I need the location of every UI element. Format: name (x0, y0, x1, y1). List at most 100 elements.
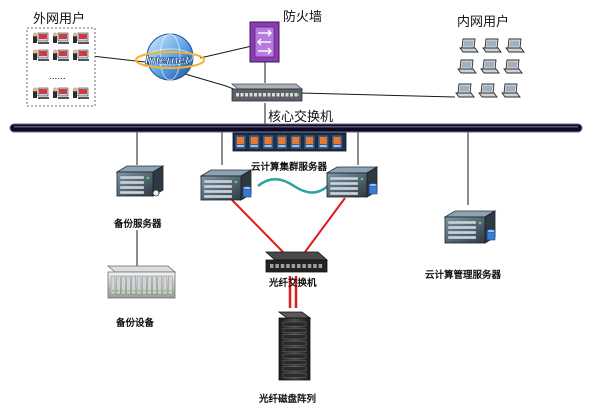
internet-globe-ring (135, 51, 205, 69)
backup-device[interactable] (106, 265, 177, 299)
internet-cloud[interactable]: Internet (135, 33, 205, 81)
laptop-icon (457, 59, 477, 74)
fiber-port-icon (286, 264, 290, 268)
laptop-icon (505, 38, 525, 53)
drive-bay-icon (119, 190, 145, 195)
internal-users-group[interactable] (455, 38, 525, 98)
blade-server-icon (331, 134, 343, 150)
disk-shelf-icon (282, 328, 307, 333)
power-led-icon (478, 221, 482, 225)
link-internet-firewall (199, 45, 253, 59)
switch-port-icon (272, 93, 275, 97)
core-backbone-highlight (14, 126, 578, 128)
fiber-port-icon (318, 264, 323, 268)
switch-port-icon (254, 93, 257, 97)
disk-bay-icon (141, 275, 147, 295)
drive-bay-icon (329, 181, 359, 186)
disk-shelf-icon (282, 334, 307, 340)
tape-icon (152, 189, 160, 197)
link-internet-core (184, 73, 237, 91)
database-icon (242, 186, 252, 198)
disk-shelf-icon (282, 353, 307, 359)
drive-bay-icon (447, 230, 477, 235)
drive-bay-icon (447, 220, 477, 225)
fc-disk-array-device[interactable] (277, 311, 312, 381)
firewall-arrows-icon (257, 29, 272, 55)
laptop-icon (482, 38, 502, 53)
blade-server-icon (234, 134, 247, 150)
disk-shelf-icon (282, 341, 307, 346)
label-internal-users: 内网用户 (457, 15, 510, 30)
database-icon (368, 183, 378, 195)
core-switch-front (231, 88, 303, 102)
disk-array-top (277, 311, 312, 319)
drive-bay-icon (203, 179, 233, 184)
fiber-port-icon (270, 264, 274, 268)
laptop-icon (501, 83, 521, 98)
blade-server-icon (248, 134, 261, 150)
user-terminal-icon (73, 87, 89, 99)
drive-bay-icon (447, 225, 477, 230)
database-icon (486, 229, 496, 241)
power-led-icon (234, 180, 238, 184)
disk-bay-icon (110, 275, 116, 295)
label-fc-switch: 光纤交换机 (269, 278, 317, 289)
cluster-server-left[interactable] (199, 169, 253, 201)
disk-shelf-icon (282, 366, 307, 372)
switch-port-icon (276, 93, 280, 97)
fiber-port-icon (302, 264, 306, 268)
fiber-port-icon (307, 264, 312, 268)
backup-server-device[interactable] (115, 165, 165, 197)
label-fc-disk-array: 光纤磁盘阵列 (259, 394, 317, 405)
switch-port-icon (290, 93, 293, 97)
drive-bay-icon (329, 191, 359, 196)
drive-bay-icon (119, 180, 145, 185)
disk-bay-icon (167, 275, 173, 295)
core-switch-device[interactable] (230, 83, 304, 102)
user-terminal-icon (73, 32, 89, 44)
cluster-server-right[interactable] (325, 166, 379, 198)
drive-bay-icon (119, 185, 145, 190)
drive-bay-icon (447, 235, 477, 240)
firewall-device[interactable] (249, 21, 280, 63)
cloud-mgmt-server-device[interactable] (443, 210, 497, 244)
fiber-port-icon (313, 264, 317, 268)
drive-bay-icon (329, 176, 359, 181)
blade-server-icon (303, 134, 316, 150)
user-terminal-icon (33, 87, 49, 99)
drive-bay-icon (203, 184, 233, 189)
power-led-icon (296, 93, 300, 97)
label-core-switch: 核心交换机 (268, 110, 334, 125)
switch-port-icon (294, 93, 298, 97)
fc-switch-front (265, 259, 328, 273)
cloud-cluster-blades[interactable] (232, 132, 347, 152)
blade-server-icon (262, 134, 274, 150)
blade-server-icon (289, 134, 302, 150)
disk-bay-icon (126, 275, 131, 295)
fiber-left-server-switch (231, 199, 284, 253)
switch-port-icon (281, 93, 284, 97)
power-led-icon (360, 177, 364, 181)
drive-bay-icon (329, 186, 359, 191)
fiber-right-server-switch (304, 197, 346, 253)
label-backup-server: 备份服务器 (114, 219, 162, 230)
label-firewall: 防火墙 (283, 10, 323, 25)
blade-server-icon (317, 134, 330, 150)
switch-port-icon (236, 93, 239, 97)
disk-shelf-icon (282, 360, 307, 365)
fc-switch-device[interactable] (264, 251, 329, 273)
label-cloud-mgmt-server: 云计算管理服务器 (425, 270, 502, 281)
external-users-group[interactable]: ...... (26, 27, 96, 107)
fc-switch-top (264, 251, 329, 261)
drive-bay-icon (203, 189, 233, 194)
switch-port-icon (245, 93, 248, 97)
fiber-port-icon (275, 264, 279, 268)
core-switch-top (230, 83, 304, 90)
cluster-heartbeat-link (257, 178, 331, 194)
disk-bay-icon (136, 275, 142, 295)
laptop-icon (480, 59, 500, 74)
internet-globe-equator (146, 48, 194, 66)
fiber-port-icon (297, 264, 301, 268)
disk-bay-icon (131, 275, 137, 295)
